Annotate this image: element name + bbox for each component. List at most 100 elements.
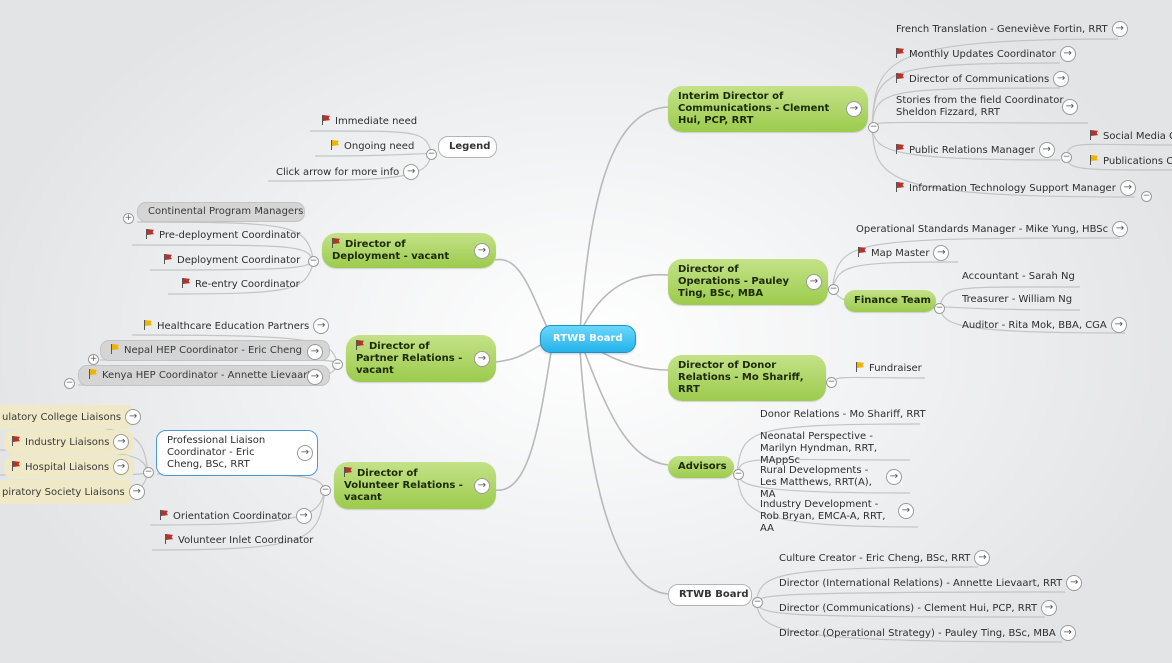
arrow-right-icon[interactable]: → (1038, 142, 1055, 158)
operations-collapse-toggle[interactable]: − (828, 284, 839, 295)
node-label: Culture Creator - Eric Cheng, BSc, RRT (779, 553, 971, 564)
communications-collapse-toggle[interactable]: − (868, 122, 879, 133)
director-deployment-node[interactable]: Director of Deployment - vacant → (322, 233, 496, 268)
node-label: Information Technology Support Manager (909, 183, 1116, 194)
fundraiser: Fundraiser (854, 362, 924, 375)
arrow-right-icon[interactable]: → (113, 459, 130, 475)
arrow-right-icon[interactable]: → (1059, 625, 1076, 641)
nepal-hep-coordinator-node[interactable]: Nepal HEP Coordinator - Eric Cheng→ (100, 340, 330, 361)
advisors-node[interactable]: Advisors (668, 456, 734, 478)
arrow-right-icon[interactable]: → (474, 242, 490, 259)
director-operations-node[interactable]: Director of Operations - Pauley Ting, BS… (668, 259, 828, 305)
liaison-collapse-toggle[interactable]: − (143, 467, 154, 478)
director-partner-relations-node[interactable]: Director of Partner Relations - vacant → (346, 335, 496, 382)
donor-collapse-toggle[interactable]: − (826, 377, 837, 388)
board-node[interactable]: RTWB Board (668, 584, 752, 606)
deployment-coordinator: Deployment Coordinator (162, 254, 302, 267)
arrow-right-icon[interactable]: → (403, 164, 420, 180)
respiratory-society-liaisons-node[interactable]: piratory Society Liaisons→ (0, 480, 145, 504)
node-label: Social Media C (1103, 131, 1172, 142)
professional-liaison-coordinator-node[interactable]: Professional Liaison Coordinator - Eric … (156, 430, 318, 476)
arrow-right-icon[interactable]: → (125, 409, 142, 425)
arrow-right-icon[interactable]: → (297, 445, 313, 461)
node-label: Deployment Coordinator (177, 255, 301, 266)
director-donor-relations-node[interactable]: Director of Donor Relations - Mo Shariff… (668, 355, 826, 401)
arrow-right-icon[interactable]: → (128, 484, 145, 500)
hospital-liaisons-node[interactable]: Hospital Liaisons→ (4, 455, 134, 479)
node-label: Publications C (1103, 156, 1172, 167)
arrow-right-icon[interactable]: → (1112, 221, 1129, 237)
arrow-right-icon[interactable]: → (886, 469, 902, 485)
board-collapse-toggle[interactable]: − (752, 597, 763, 608)
kenya-hep-coordinator-node[interactable]: Kenya HEP Coordinator - Annette Lievaart… (78, 365, 330, 386)
node-label: Advisors (678, 461, 727, 472)
arrow-right-icon[interactable]: → (307, 369, 323, 385)
legend-item-arrow: Click arrow for more info→ (274, 164, 421, 180)
pr-collapse-toggle[interactable]: − (1061, 152, 1072, 163)
volunteer-collapse-toggle[interactable]: − (320, 485, 331, 496)
finance-collapse-toggle[interactable]: − (934, 303, 945, 314)
node-label: Operational Standards Manager - Mike Yun… (856, 224, 1109, 235)
deployment-collapse-toggle[interactable]: − (308, 256, 319, 267)
arrow-right-icon[interactable]: → (1053, 71, 1070, 87)
industry-liaisons-node[interactable]: Industry Liaisons→ (4, 430, 134, 454)
director-communications-node[interactable]: Interim Director of Communications - Cle… (668, 86, 868, 132)
node-label: Auditor - Rita Mok, BBA, CGA (962, 320, 1107, 331)
arrow-right-icon[interactable]: → (313, 318, 330, 334)
arrow-right-icon[interactable]: → (1110, 317, 1127, 333)
arrow-right-icon[interactable]: → (1066, 575, 1083, 591)
red-flag-icon (12, 461, 21, 471)
red-flag-icon (896, 73, 905, 83)
red-flag-icon (322, 115, 331, 125)
node-label: Hospital Liaisons (25, 462, 110, 473)
arrow-right-icon[interactable]: → (1119, 180, 1136, 196)
finance-team-node[interactable]: Finance Team (844, 290, 936, 312)
arrow-right-icon[interactable]: → (113, 434, 130, 450)
culture-creator: Culture Creator - Eric Cheng, BSc, RRT→ (777, 550, 992, 566)
node-label: Healthcare Education Partners (157, 321, 310, 332)
operational-standards-manager: Operational Standards Manager - Mike Yun… (854, 221, 1130, 237)
arrow-right-icon[interactable]: → (1111, 21, 1128, 37)
collapse-toggle[interactable]: − (64, 378, 75, 389)
node-label: Continental Program Managers (148, 206, 304, 217)
red-flag-icon (356, 340, 365, 350)
root-node[interactable]: RTWB Board (540, 325, 636, 353)
red-flag-icon (344, 467, 353, 477)
node-label: Donor Relations - Mo Shariff, RRT (760, 409, 926, 420)
yellow-flag-icon (1090, 155, 1099, 165)
director-volunteer-relations-node[interactable]: Director of Volunteer Relations - vacant… (334, 462, 496, 509)
arrow-right-icon[interactable]: → (295, 508, 312, 524)
node-label: Director of Volunteer Relations - vacant (344, 468, 463, 503)
legend-collapse-toggle[interactable]: − (426, 149, 437, 160)
expand-toggle[interactable]: + (88, 354, 99, 365)
arrow-right-icon[interactable]: → (1041, 600, 1058, 616)
arrow-right-icon[interactable]: → (806, 274, 822, 290)
node-label: Director of Deployment - vacant (332, 239, 450, 262)
arrow-right-icon[interactable]: → (898, 503, 914, 519)
expand-toggle[interactable]: + (123, 213, 134, 224)
arrow-right-icon[interactable]: → (846, 101, 862, 117)
red-flag-icon (858, 247, 867, 257)
arrow-right-icon[interactable]: → (1059, 46, 1076, 62)
node-label: Interim Director of Communications - Cle… (678, 91, 830, 126)
arrow-right-icon[interactable]: → (307, 344, 323, 360)
arrow-right-icon[interactable]: → (474, 477, 490, 494)
yellow-flag-icon (144, 320, 153, 330)
node-label: Industry Development - Rob Bryan, EMCA-A… (760, 499, 886, 534)
social-media-coordinator: Social Media C (1088, 130, 1172, 143)
continental-program-managers-node[interactable]: Continental Program Managers (137, 202, 305, 222)
node-label: Director of Operations - Pauley Ting, BS… (678, 264, 790, 299)
node-label: RTWB Board (679, 589, 749, 600)
node-label: Finance Team (854, 295, 931, 306)
arrow-right-icon[interactable]: → (974, 550, 991, 566)
french-translation: French Translation - Geneviève Fortin, R… (894, 21, 1130, 37)
partner-collapse-toggle[interactable]: − (332, 359, 343, 370)
it-collapse-toggle[interactable]: − (1141, 191, 1152, 202)
legend-node[interactable]: Legend (438, 136, 497, 158)
regulatory-college-liaisons-node[interactable]: ulatory College Liaisons→ (0, 405, 142, 429)
arrow-right-icon[interactable]: → (1062, 99, 1078, 115)
arrow-right-icon[interactable]: → (474, 350, 490, 367)
advisors-collapse-toggle[interactable]: − (733, 469, 744, 480)
yellow-flag-icon (331, 140, 340, 150)
arrow-right-icon[interactable]: → (933, 245, 950, 261)
